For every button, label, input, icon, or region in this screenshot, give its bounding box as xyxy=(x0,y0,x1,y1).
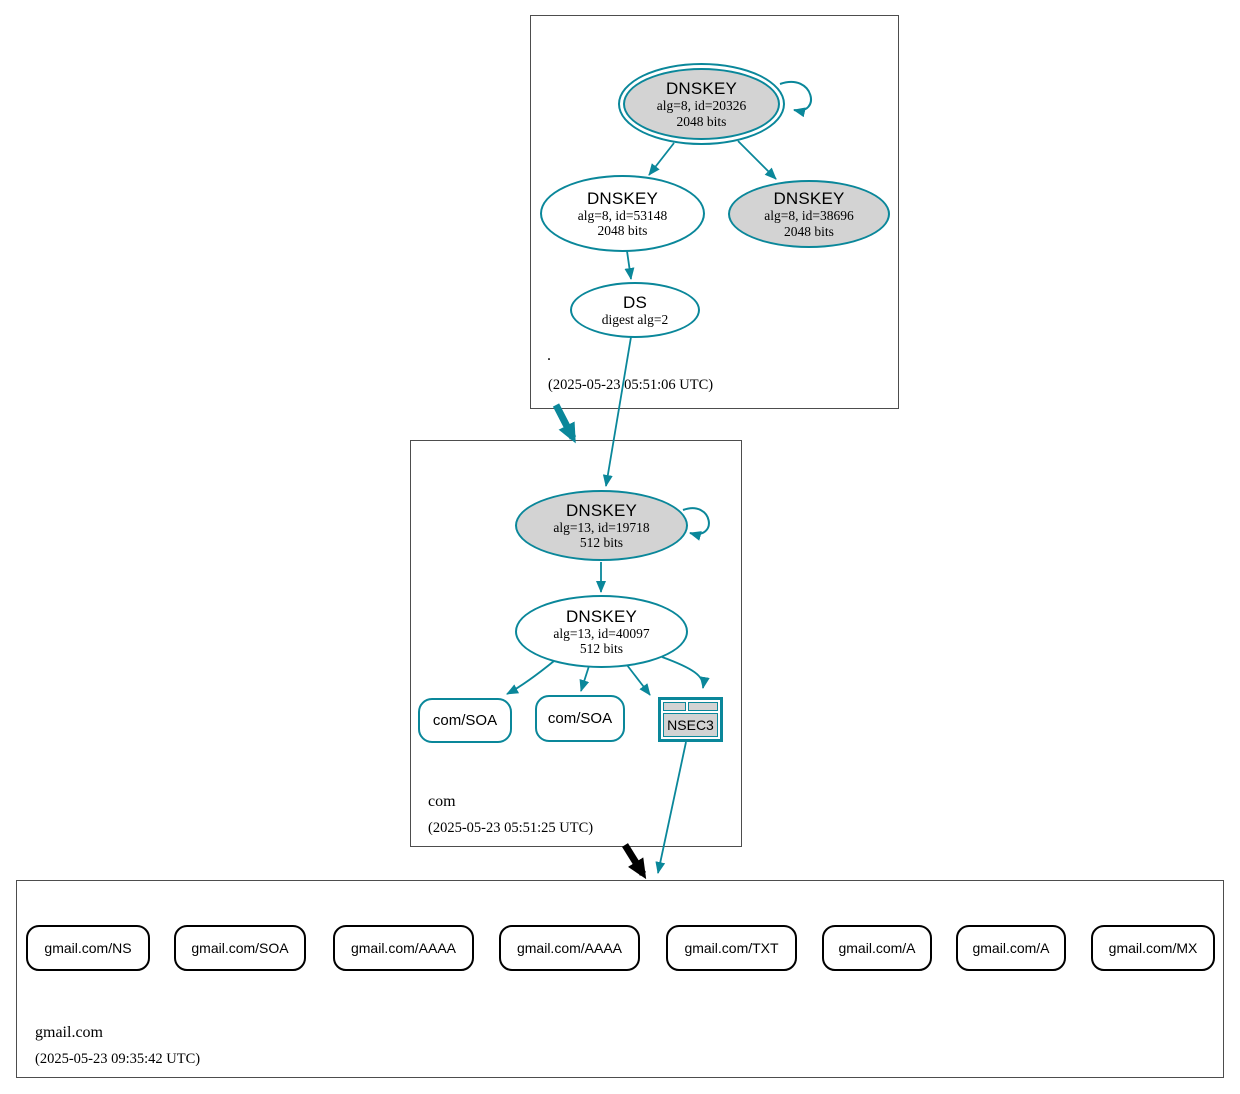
dnskey-title: DNSKEY xyxy=(586,188,659,208)
rrset-label: gmail.com/A xyxy=(838,940,916,956)
dnskey-node-root-key38696: DNSKEY alg=8, id=38696 2048 bits xyxy=(728,180,890,248)
nsec3-label: NSEC3 xyxy=(663,713,718,737)
dnskey-node-root-ksk: DNSKEY alg=8, id=20326 2048 bits xyxy=(618,63,785,145)
ds-title: DS xyxy=(622,292,647,312)
rrset-label: gmail.com/A xyxy=(972,940,1050,956)
zone-timestamp-com: (2025-05-23 05:51:25 UTC) xyxy=(428,820,594,836)
rrset-node-gmail-aaaa-2: gmail.com/AAAA xyxy=(499,925,640,971)
dnskey-alg-id: alg=13, id=19718 xyxy=(553,519,650,535)
dnskey-node-root-zsk: DNSKEY alg=8, id=53148 2048 bits xyxy=(540,175,705,252)
zone-label-com: com xyxy=(428,793,456,810)
dnskey-title: DNSKEY xyxy=(565,500,638,520)
nsec3-top-cells xyxy=(663,702,718,711)
rrset-label: gmail.com/TXT xyxy=(684,940,779,956)
dnskey-root-ksk-inner-ring xyxy=(623,68,780,140)
dnskey-title: DNSKEY xyxy=(773,189,845,209)
edge-com-gmail-insecure-delegation xyxy=(622,843,647,880)
dnskey-bits: 2048 bits xyxy=(784,223,834,239)
dnskey-alg-id: alg=8, id=53148 xyxy=(577,207,668,223)
dnskey-node-com-zsk: DNSKEY alg=13, id=40097 512 bits xyxy=(515,595,688,668)
dnskey-alg-id: alg=8, id=38696 xyxy=(764,208,854,224)
rrset-label: gmail.com/SOA xyxy=(191,940,289,956)
rrset-label: gmail.com/AAAA xyxy=(350,940,457,956)
dnskey-node-com-ksk: DNSKEY alg=13, id=19718 512 bits xyxy=(515,490,688,561)
rrset-node-gmail-ns: gmail.com/NS xyxy=(26,925,150,971)
dnskey-title: DNSKEY xyxy=(665,79,738,99)
dnskey-alg-id: alg=8, id=20326 xyxy=(656,98,747,114)
dnskey-bits: 2048 bits xyxy=(676,113,727,129)
dnskey-title: DNSKEY xyxy=(565,606,638,626)
nsec3-cell-right xyxy=(688,702,718,711)
rrset-node-gmail-soa: gmail.com/SOA xyxy=(174,925,306,971)
rrset-node-com-soa-1: com/SOA xyxy=(418,698,512,743)
edge-root-com-secure-delegation xyxy=(552,403,577,444)
rrset-node-gmail-mx: gmail.com/MX xyxy=(1091,925,1215,971)
rrset-node-gmail-a-1: gmail.com/A xyxy=(822,925,932,971)
dnskey-alg-id: alg=13, id=40097 xyxy=(553,625,650,641)
nsec3-node-com: NSEC3 xyxy=(658,697,723,742)
rrset-label: gmail.com/AAAA xyxy=(516,940,623,956)
ds-node-root: DS digest alg=2 xyxy=(570,282,700,338)
dnskey-bits: 512 bits xyxy=(579,641,624,657)
dnskey-bits: 512 bits xyxy=(579,535,624,551)
rrset-node-gmail-txt: gmail.com/TXT xyxy=(666,925,797,971)
dnskey-bits: 2048 bits xyxy=(597,223,648,239)
rrset-node-com-soa-2: com/SOA xyxy=(535,695,625,742)
zone-box-gmail: gmail.com (2025-05-23 09:35:42 UTC) xyxy=(16,880,1224,1078)
rrset-label: com/SOA xyxy=(547,710,613,727)
ds-digest: digest alg=2 xyxy=(601,311,669,327)
rrset-label: gmail.com/NS xyxy=(44,940,132,956)
rrset-node-gmail-aaaa-1: gmail.com/AAAA xyxy=(333,925,474,971)
rrset-label: gmail.com/MX xyxy=(1108,940,1198,956)
zone-timestamp-root: (2025-05-23 05:51:06 UTC) xyxy=(548,377,714,393)
rrset-label: com/SOA xyxy=(432,712,498,729)
zone-label-gmail: gmail.com xyxy=(35,1024,103,1041)
rrset-node-gmail-a-2: gmail.com/A xyxy=(956,925,1066,971)
zone-timestamp-gmail: (2025-05-23 09:35:42 UTC) xyxy=(35,1051,201,1067)
zone-label-root: . xyxy=(547,347,551,364)
nsec3-cell-left xyxy=(663,702,687,711)
